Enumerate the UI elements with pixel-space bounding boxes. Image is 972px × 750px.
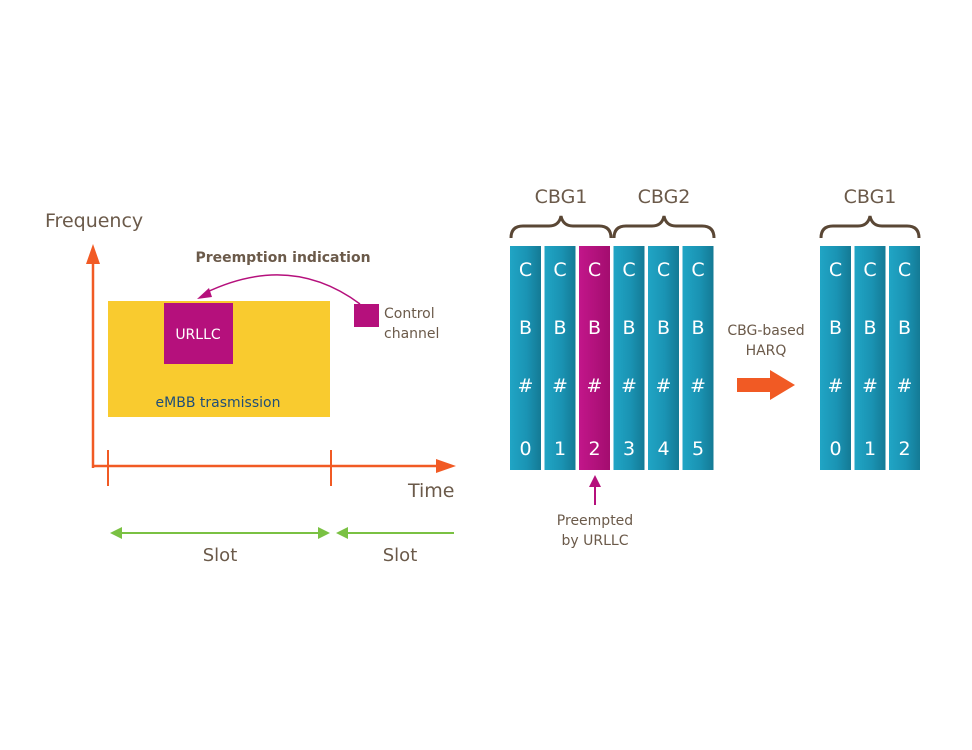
code-block-char: B xyxy=(588,317,601,339)
code-block-char: 4 xyxy=(657,438,669,460)
code-block-char: 2 xyxy=(588,438,600,460)
code-block-char: # xyxy=(862,375,878,397)
urllc-box xyxy=(164,303,233,364)
slot-arrow-1-right-head xyxy=(318,527,330,539)
code-block-columns-after: C B #0 C B #1 C B #2 xyxy=(820,246,920,470)
preempted-arrowhead xyxy=(589,475,601,487)
code-block-char: C xyxy=(863,259,876,281)
cbg2-brace-before xyxy=(612,215,716,239)
code-block-char: 0 xyxy=(519,438,531,460)
code-block-column-rect xyxy=(648,246,679,470)
code-block-char: 3 xyxy=(623,438,635,460)
cbg-harq-arrow xyxy=(737,370,795,400)
code-block-column: C B #3 xyxy=(613,246,645,470)
code-block-char: # xyxy=(828,375,844,397)
code-block-char: B xyxy=(898,317,911,339)
code-block-columns-before: C B #0 C B #1 C B #2 C B #3 C B #4 C B #5 xyxy=(510,246,714,470)
code-block-char: B xyxy=(553,317,566,339)
frequency-axis-arrowhead xyxy=(86,244,100,264)
cbg1-brace-before xyxy=(509,215,613,239)
code-block-char: C xyxy=(829,259,842,281)
code-block-column-rect xyxy=(889,246,920,470)
code-block-column-preempted: C B #2 xyxy=(579,246,610,470)
code-block-column: C B #1 xyxy=(854,246,886,470)
code-block-char: C xyxy=(898,259,911,281)
code-block-char: B xyxy=(519,317,532,339)
code-block-column: C B #1 xyxy=(544,246,576,470)
code-block-char: # xyxy=(621,375,637,397)
cbg-harq-label-line1: CBG-based xyxy=(727,323,804,339)
control-channel-label-line2: channel xyxy=(384,326,439,342)
code-block-char: B xyxy=(657,317,670,339)
code-block-char: C xyxy=(519,259,532,281)
code-block-column: C B #2 xyxy=(889,246,920,470)
code-block-column-rect xyxy=(854,246,886,470)
code-block-char: 0 xyxy=(829,438,841,460)
slot-arrow-2-left-head xyxy=(336,527,348,539)
time-axis-arrowhead xyxy=(436,459,456,473)
code-block-column-rect xyxy=(682,246,714,470)
slot-arrow-1-left-head xyxy=(110,527,122,539)
code-block-column-rect xyxy=(544,246,576,470)
code-block-char: C xyxy=(691,259,704,281)
cbg1-label-after: CBG1 xyxy=(844,186,897,208)
preemption-indication-label: Preemption indication xyxy=(195,250,370,266)
frequency-axis-label: Frequency xyxy=(45,210,143,232)
code-block-char: # xyxy=(690,375,706,397)
preemption-indication-arrowhead xyxy=(197,288,212,299)
code-block-char: B xyxy=(829,317,842,339)
code-block-column: C B #0 xyxy=(510,246,541,470)
code-block-char: B xyxy=(863,317,876,339)
code-block-column: C B #4 xyxy=(648,246,679,470)
code-block-char: 5 xyxy=(692,438,704,460)
code-block-column-rect xyxy=(820,246,851,470)
code-block-char: 1 xyxy=(554,438,566,460)
control-channel-box xyxy=(354,304,379,327)
code-block-char: B xyxy=(691,317,704,339)
code-block-column: C B #5 xyxy=(682,246,714,470)
embb-label: eMBB trasmission xyxy=(156,395,281,411)
preempted-label-line1: Preempted xyxy=(557,513,633,529)
time-axis-label: Time xyxy=(407,480,455,502)
code-block-column-rect xyxy=(510,246,541,470)
code-block-char: 1 xyxy=(864,438,876,460)
code-block-char: 2 xyxy=(898,438,910,460)
cbg-harq-label-line2: HARQ xyxy=(746,343,787,359)
urllc-label: URLLC xyxy=(175,327,221,343)
cbg1-brace-after xyxy=(819,215,921,239)
code-block-column: C B #0 xyxy=(820,246,851,470)
code-block-column-rect xyxy=(579,246,610,470)
slot-label-1: Slot xyxy=(203,545,238,566)
code-block-char: C xyxy=(657,259,670,281)
cbg2-label-before: CBG2 xyxy=(638,186,691,208)
slot-label-2: Slot xyxy=(383,545,418,566)
code-block-column-rect xyxy=(613,246,645,470)
code-block-char: B xyxy=(622,317,635,339)
code-block-char: C xyxy=(622,259,635,281)
code-block-char: # xyxy=(897,375,913,397)
code-block-char: # xyxy=(552,375,568,397)
preemption-indication-arrow xyxy=(204,274,361,305)
preempted-label-line2: by URLLC xyxy=(562,533,629,549)
code-block-char: # xyxy=(656,375,672,397)
control-channel-label-line1: Control xyxy=(384,306,435,322)
code-block-char: # xyxy=(518,375,534,397)
code-block-char: # xyxy=(587,375,603,397)
cbg1-label-before: CBG1 xyxy=(535,186,588,208)
code-block-char: C xyxy=(553,259,566,281)
code-block-char: C xyxy=(588,259,601,281)
